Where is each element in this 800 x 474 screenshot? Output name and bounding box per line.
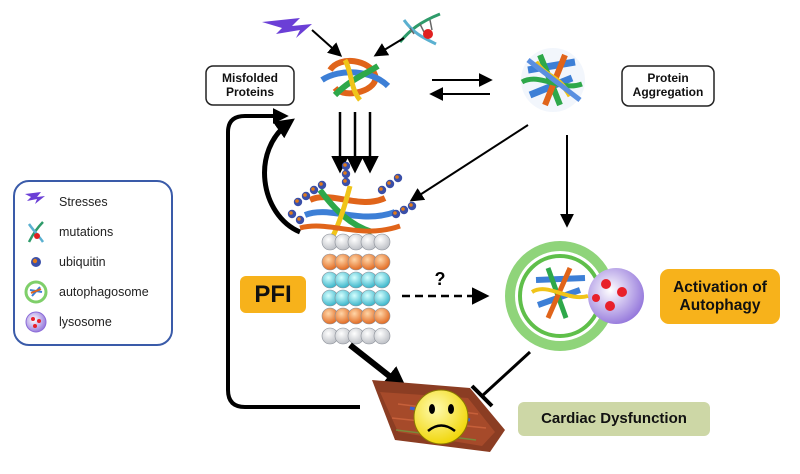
legend-item-stresses: Stresses xyxy=(23,190,108,214)
legend-box: Stresses mutations ubiquitin autophagoso… xyxy=(13,180,173,346)
legend-item-autophagosome: autophagosome xyxy=(23,280,149,304)
legend-item-ubiquitin: ubiquitin xyxy=(23,250,106,274)
ubiquitin-bead-core xyxy=(379,187,383,191)
question-mark: ? xyxy=(435,269,446,289)
legend-label: ubiquitin xyxy=(59,255,106,269)
legend-label: autophagosome xyxy=(59,285,149,299)
ubiquitin-bead-core xyxy=(319,182,323,186)
dna-helix-icon xyxy=(398,12,441,46)
ubiquitin-icon xyxy=(31,257,41,267)
legend-item-lysosome: lysosome xyxy=(23,310,112,334)
ubiquitin-bead-core xyxy=(395,175,399,179)
lysosome-icon xyxy=(25,311,47,333)
legend-label: lysosome xyxy=(59,315,112,329)
ubiquitin-bead-core xyxy=(409,203,413,207)
autophagy-box xyxy=(660,269,780,324)
ubiquitin-bead-core xyxy=(311,187,315,191)
autophagy-label: Activation of Autophagy xyxy=(673,278,767,314)
legend-label: Stresses xyxy=(59,195,108,209)
triple-down-arrows xyxy=(331,112,379,174)
proteasome-subunit xyxy=(373,289,391,307)
proteasome-subunit xyxy=(373,327,391,345)
feedback-arrow-cardiac-to-misfolded xyxy=(226,108,360,409)
ubiquitin-bead-core xyxy=(303,193,307,197)
autophagosome-icon xyxy=(24,280,48,304)
arrow-stress-to-misfold xyxy=(311,29,343,57)
ubiquitin-bead-core xyxy=(343,171,347,175)
ubiquitin-bead-core xyxy=(289,211,293,215)
proteasome-subunit xyxy=(373,253,391,271)
protein-aggregate-icon xyxy=(520,48,585,112)
proteasome-subunit xyxy=(373,271,391,289)
protein-aggregation-box xyxy=(621,65,715,107)
inhibit-autophagy-to-cardiac xyxy=(470,350,532,408)
feedback-arrow-pfi-to-misfolded xyxy=(262,118,302,235)
proteasome-icon xyxy=(321,233,391,345)
proteasome-subunit xyxy=(373,233,391,251)
arrow-dna-to-misfold xyxy=(373,37,405,57)
sad-face-icon xyxy=(413,389,469,445)
ubiquitin-bead-core xyxy=(401,207,405,211)
ubiquitinated-proteins-icon xyxy=(299,185,401,240)
ubiquitin-bead-core xyxy=(295,199,299,203)
misfolded-protein-icon xyxy=(320,57,391,102)
dna-helix-icon xyxy=(27,221,45,243)
cardiac-box xyxy=(518,402,710,436)
legend-item-mutations: mutations xyxy=(23,220,113,244)
ubiquitin-chains xyxy=(287,161,417,225)
ubiquitin-bead-core xyxy=(343,179,347,183)
stress-lightning-icon xyxy=(262,18,312,38)
arrow-aggregate-to-proteasome xyxy=(409,124,529,202)
ubiquitin-bead-core xyxy=(387,181,391,185)
legend-label: mutations xyxy=(59,225,114,239)
protein-aggregation-label: Protein Aggregation xyxy=(632,71,704,99)
pfi-label: PFI xyxy=(254,280,292,308)
arrow-pfi-to-cardiac xyxy=(348,342,408,391)
ubiquitin-bead-core xyxy=(297,217,301,221)
misfolded-proteins-box xyxy=(205,65,295,106)
proteasome-subunit xyxy=(373,307,391,325)
equilibrium-arrows xyxy=(429,73,493,101)
cardiac-dysfunction-label: Cardiac Dysfunction xyxy=(541,410,687,428)
autolysosome-icon xyxy=(505,241,644,351)
pfi-box xyxy=(240,276,306,313)
ubiquitin-bead-core xyxy=(343,163,347,167)
ubiquitin-bead-core xyxy=(393,211,397,215)
lightning-icon xyxy=(25,192,45,204)
misfolded-proteins-label: Misfolded Proteins xyxy=(222,70,278,99)
